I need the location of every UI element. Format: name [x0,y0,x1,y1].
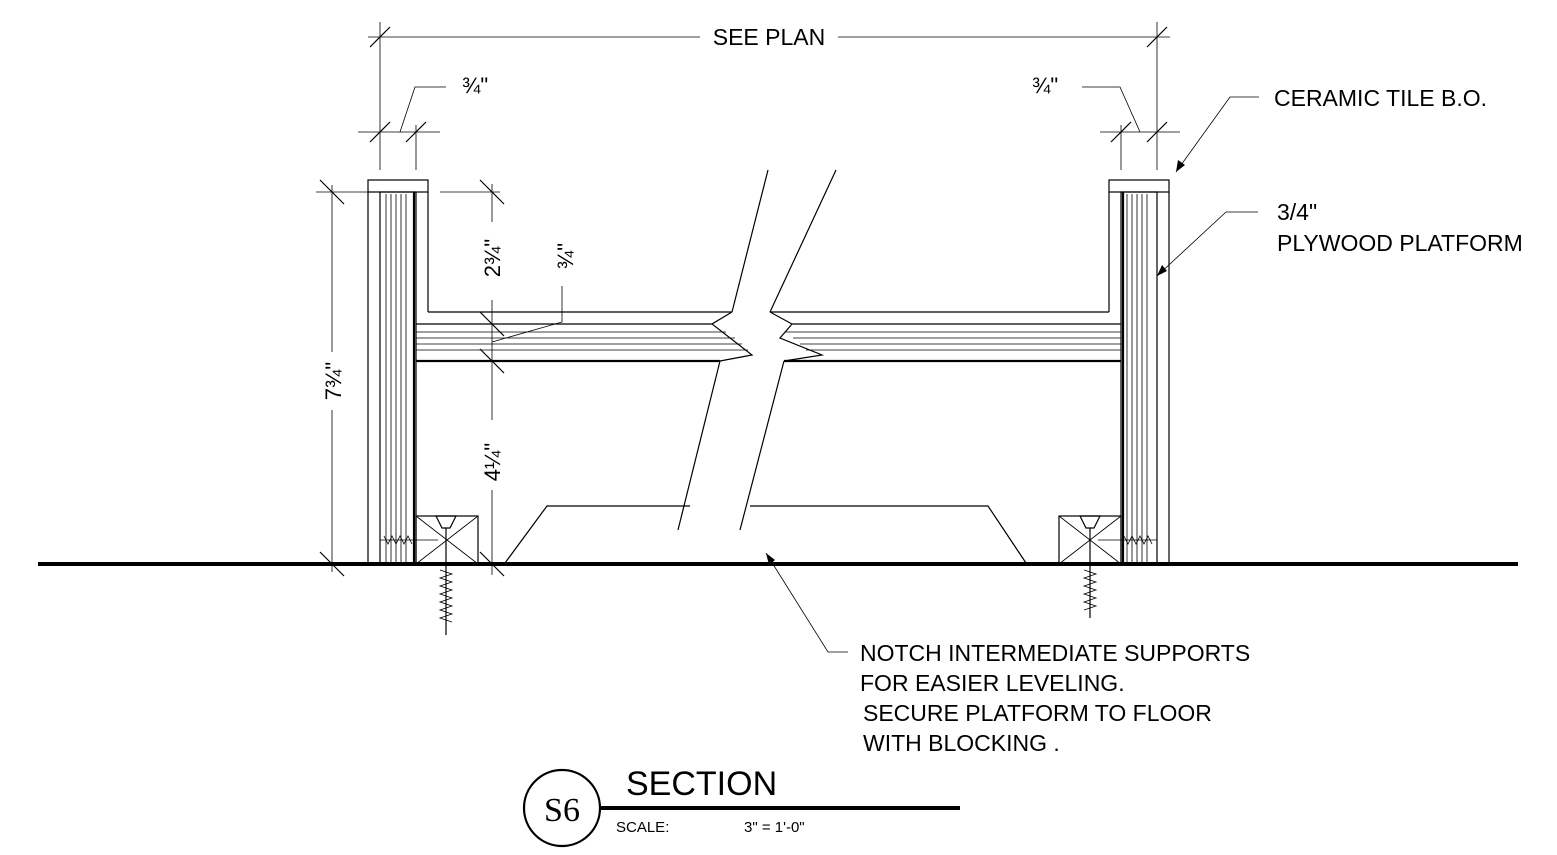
note-line-1: NOTCH INTERMEDIATE SUPPORTS [860,640,1250,666]
note-line-2: FOR EASIER LEVELING. [860,670,1125,696]
left-wall-thickness-label: ¾" [462,73,488,98]
total-height-label: 7¾" [321,362,346,400]
lower-gap-dimension: 4¼" [479,443,505,577]
plywood-label-line1: 3/4" [1277,199,1317,225]
upper-gap-label: 2¾" [480,239,505,277]
platform-thickness-label: ¾" [553,243,578,269]
right-wall-thickness-label: ¾" [1032,73,1058,98]
lower-gap-label: 4¼" [480,443,505,481]
platform-thickness-dimension: ¾" [479,243,578,374]
left-floor-screw [438,564,454,635]
total-height-dimension: 7¾" [316,179,368,577]
ceramic-tile-label: CERAMIC TILE B.O. [1274,85,1487,111]
section-title: SECTION [626,765,777,803]
section-tag: S6 [544,792,580,829]
ceramic-tile-callout: CERAMIC TILE B.O. [1175,85,1487,173]
scale-value: 3" = 1'-0" [744,819,805,836]
left-blocking [380,515,479,565]
plywood-callout: 3/4" PLYWOOD PLATFORM [1156,199,1523,277]
title-block: S6 SECTION SCALE: 3" = 1'-0" [522,765,960,848]
left-wall-thickness-dimension: ¾" [358,73,488,170]
right-wall [1108,179,1170,565]
upper-gap-dimension: 2¾" [440,179,505,420]
overall-width-label: SEE PLAN [713,24,826,50]
right-floor-screw [1082,564,1098,618]
notes-callout: NOTCH INTERMEDIATE SUPPORTS FOR EASIER L… [765,552,1250,756]
note-line-3: SECURE PLATFORM TO FLOOR [863,700,1212,726]
overall-width-dimension: SEE PLAN [368,22,1170,170]
intermediate-support [504,505,1027,564]
note-line-4: WITH BLOCKING . [863,730,1060,756]
plywood-platform [416,311,1121,363]
right-wall-thickness-dimension: ¾" [1032,73,1180,170]
plywood-label-line2: PLYWOOD PLATFORM [1277,230,1523,256]
left-wall [367,179,429,565]
break-lines [677,169,837,531]
scale-label: SCALE: [616,819,669,836]
